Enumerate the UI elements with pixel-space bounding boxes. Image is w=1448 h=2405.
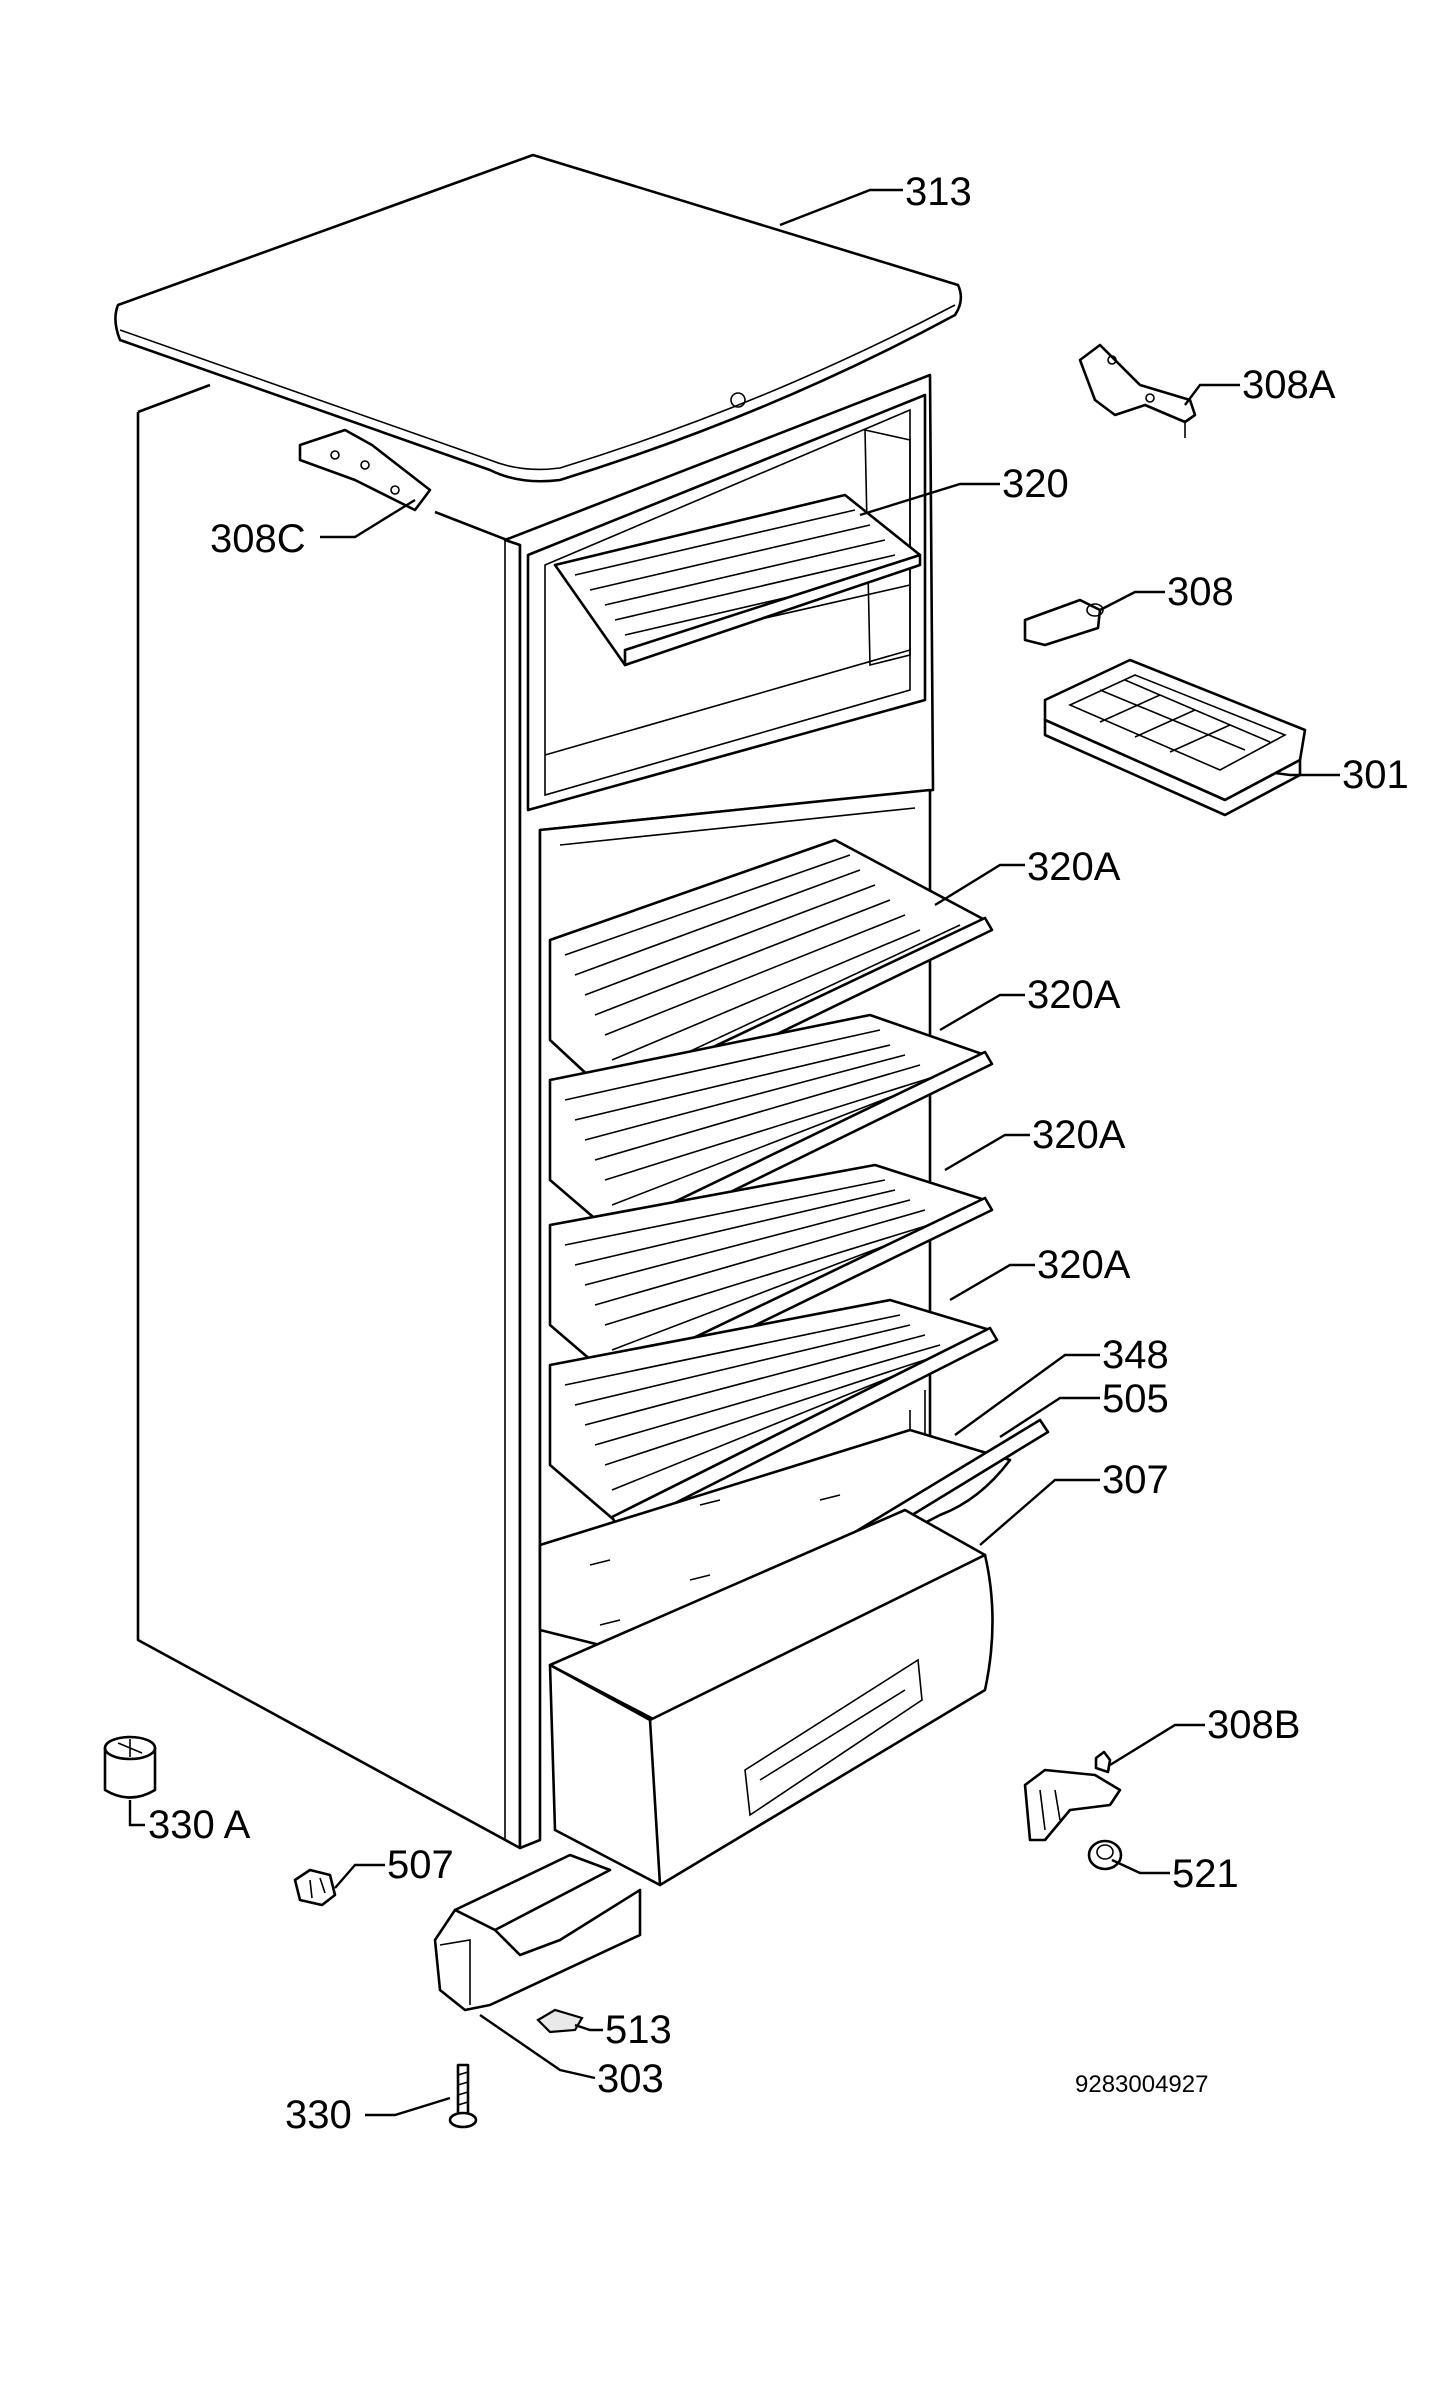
ice-tray-part — [1043, 658, 1307, 817]
label-308a: 308A — [1242, 363, 1336, 407]
fridge-shelf-part-4 — [548, 1298, 999, 1533]
label-308b: 308B — [1207, 1703, 1300, 1747]
label-303: 303 — [597, 2057, 664, 2101]
label-505: 505 — [1102, 1377, 1169, 1421]
label-320: 320 — [1002, 462, 1069, 506]
label-320a-2: 320A — [1027, 973, 1121, 1017]
clip-507-part — [293, 1868, 337, 1907]
label-320a-4: 320A — [1037, 1243, 1131, 1287]
label-320a-3: 320A — [1032, 1113, 1126, 1157]
top-cover-part — [114, 153, 963, 483]
diagram-code: 9283004927 — [1075, 2071, 1208, 2098]
hinge-bottom-part — [1023, 1750, 1122, 1842]
label-301: 301 — [1342, 753, 1409, 797]
crisper-drawer-part — [548, 1508, 994, 1887]
pad-513-part — [536, 2008, 584, 2034]
freezer-shelf-part — [553, 493, 922, 667]
label-521: 521 — [1172, 1852, 1239, 1896]
leader-lines — [128, 188, 1340, 2117]
label-330a: 330 A — [148, 1803, 251, 1847]
hinge-middle-part — [1023, 598, 1104, 647]
label-313: 313 — [905, 170, 972, 214]
label-513: 513 — [605, 2008, 672, 2052]
label-307: 307 — [1102, 1458, 1169, 1502]
hinge-top-left-part — [298, 428, 432, 512]
kick-plate-part — [433, 1853, 642, 2012]
foot-330a-part — [103, 1735, 157, 1799]
label-320a-1: 320A — [1027, 845, 1121, 889]
hinge-top-right-part — [1078, 343, 1197, 438]
label-330: 330 — [285, 2093, 352, 2137]
foot-521-part — [1087, 1839, 1123, 1871]
label-308c: 308C — [210, 517, 306, 561]
label-348: 348 — [1102, 1333, 1169, 1377]
label-507: 507 — [387, 1843, 454, 1887]
label-308: 308 — [1167, 570, 1234, 614]
screw-330-part — [448, 2063, 478, 2129]
